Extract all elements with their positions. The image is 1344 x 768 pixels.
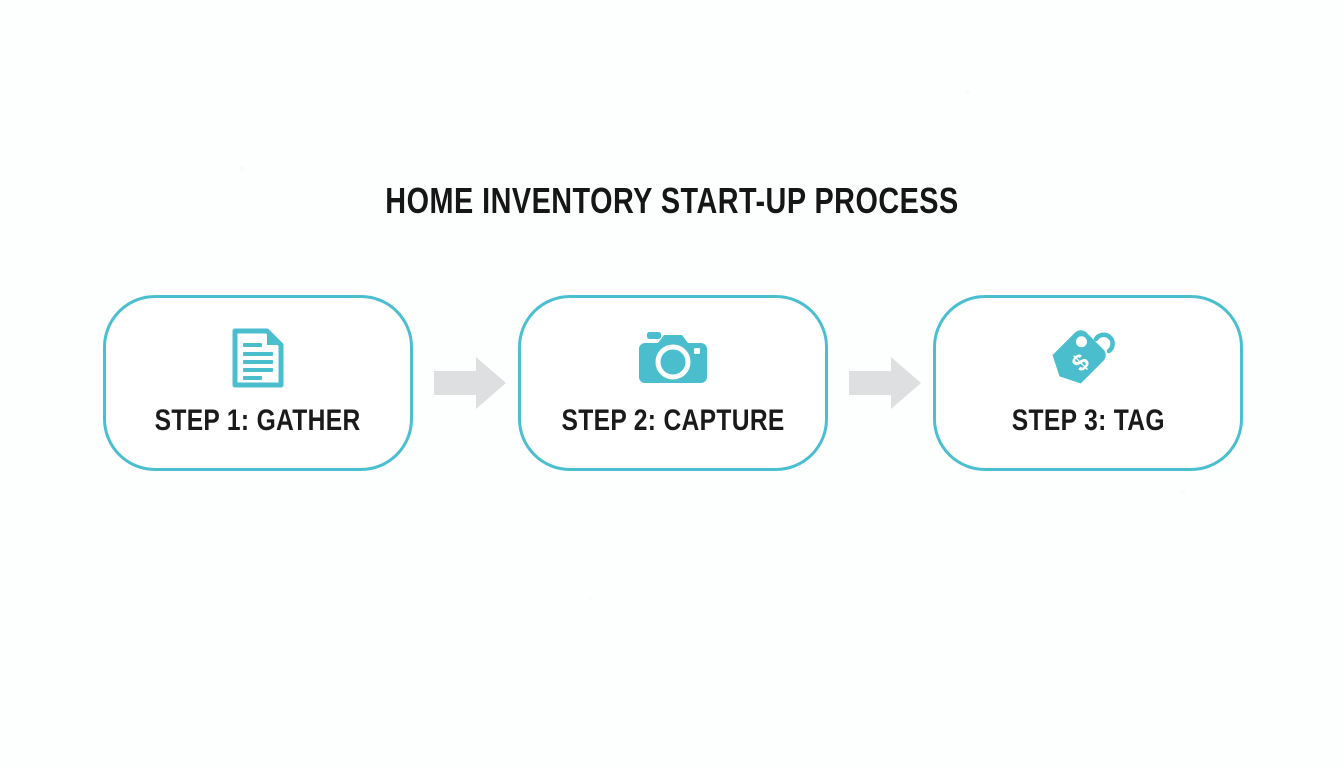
step-card-3[interactable]: $ STEP 3: TAG [933,295,1243,471]
document-icon [231,328,285,388]
step-label-3: STEP 3: TAG [1011,404,1165,437]
step-card-2[interactable]: STEP 2: CAPTURE [518,295,828,471]
arrow-right-icon [849,355,921,411]
camera-icon [639,329,707,387]
process-flow: STEP 1: GATHER STEP 2: CAPTURE [103,295,1243,471]
step-card-1[interactable]: STEP 1: GATHER [103,295,413,471]
price-tag-icon: $ [1052,329,1124,387]
step-label-1: STEP 1: GATHER [154,404,361,437]
arrow-right-icon [434,355,506,411]
step-label-2: STEP 2: CAPTURE [561,404,785,437]
page-title: HOME INVENTORY START-UP PROCESS [385,180,959,222]
